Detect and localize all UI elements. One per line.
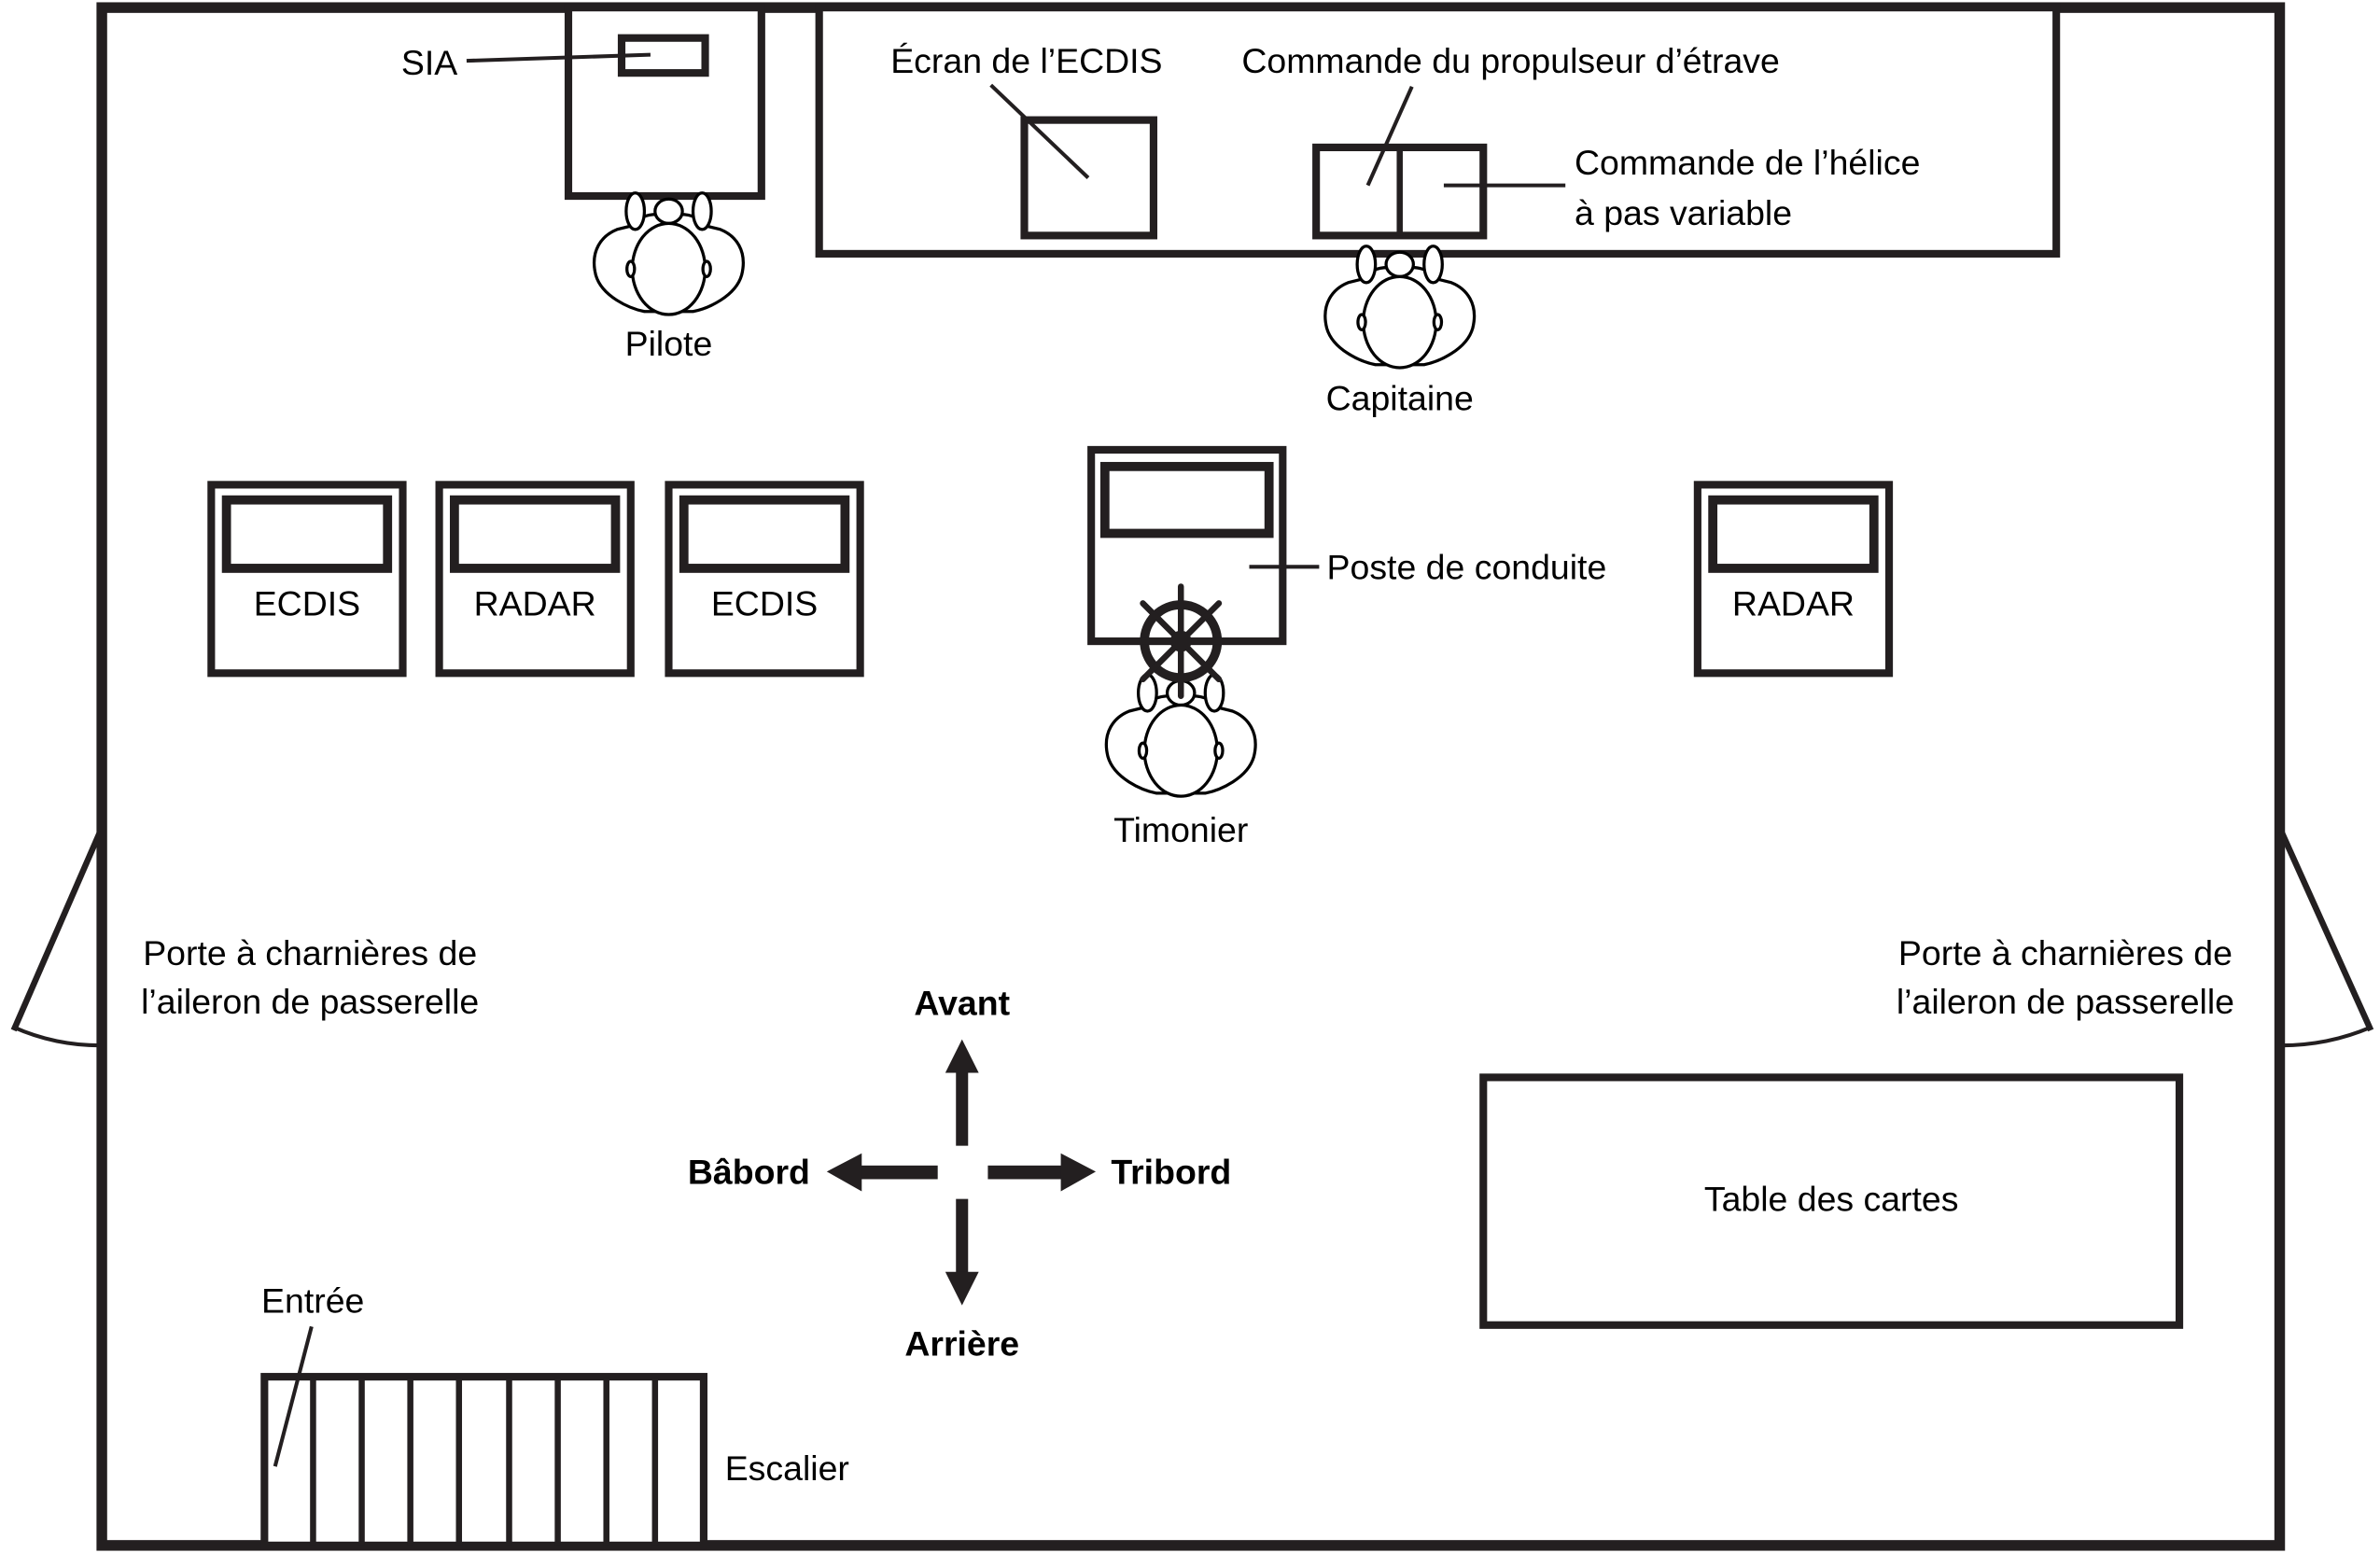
ship-wheel-icon[interactable]: [1123, 583, 1239, 699]
cpp-control[interactable]: [1400, 147, 1484, 235]
cpp-label-line2: à pas variable: [1575, 193, 1792, 232]
chart-table-frame: [1479, 1073, 2184, 1329]
sia-label: SIA: [401, 43, 457, 82]
chart-table[interactable]: Table des cartes: [1479, 1073, 2184, 1329]
stairs-label: Escalier: [725, 1448, 849, 1488]
stairs-frame: [260, 1373, 707, 1549]
door-leaf-right: [2278, 830, 2374, 1032]
left-wing-door[interactable]: [10, 830, 104, 1048]
pilot-console[interactable]: SIA: [401, 4, 765, 201]
console-screen: [449, 495, 621, 573]
forward-label: Avant: [914, 984, 1010, 1023]
door-swing-arc-left: [12, 1025, 101, 1048]
bow-thruster-control[interactable]: [1316, 147, 1400, 235]
console-label: ECDIS: [254, 583, 360, 623]
arrow-left-icon: [826, 1153, 938, 1192]
left-door-label-line1: Porte à charnières de: [143, 933, 477, 972]
person-icon: [592, 191, 745, 316]
person-icon: [1323, 245, 1477, 370]
console-ecdis-1[interactable]: ECDIS: [207, 481, 407, 678]
aft-label: Arrière: [904, 1323, 1019, 1363]
entrance-leader: [273, 1325, 314, 1467]
bow-thruster-label: Commande du propulseur d’étrave: [1241, 41, 1779, 80]
right-door-label-line1: Porte à charnières de: [1898, 933, 2233, 972]
ecdis-screen-label: Écran de l’ECDIS: [890, 41, 1162, 80]
console-label: RADAR: [474, 583, 596, 623]
helmsman-label: Timonier: [1113, 810, 1248, 849]
door-leaf-left: [10, 830, 104, 1032]
front-console[interactable]: Écran de l’ECDIS Commande du propulseur …: [815, 4, 2061, 258]
arrow-down-icon: [945, 1198, 979, 1306]
master-label: Capitaine: [1326, 379, 1474, 418]
ecdis-screen-leader: [989, 83, 1090, 179]
starboard-label: Tribord: [1111, 1152, 1231, 1191]
stair-treads: [310, 1377, 659, 1546]
left-door-label-line2: l’aileron de passerelle: [141, 982, 479, 1021]
door-swing-arc-right: [2281, 1025, 2373, 1048]
arrow-up-icon: [945, 1039, 979, 1146]
port-label: Bâbord: [688, 1152, 810, 1191]
cpp-label-line1: Commande de l’hélice: [1575, 143, 1920, 182]
console-screen: [679, 495, 850, 573]
bow-thruster-leader: [1365, 85, 1414, 187]
sia-leader-line: [466, 52, 651, 63]
helmsman-figure: Timonier: [1104, 673, 1257, 849]
chart-table-label: Table des cartes: [1704, 1180, 1959, 1219]
master-figure: Capitaine: [1323, 245, 1477, 418]
console-radar-2[interactable]: RADAR: [1693, 481, 1894, 678]
orientation-compass: Avant Bâbord Tribord Arrière: [688, 984, 1231, 1364]
conning-station-label: Poste de conduite: [1327, 547, 1607, 586]
console-radar-1[interactable]: RADAR: [435, 481, 635, 678]
right-wing-door[interactable]: [2278, 830, 2374, 1048]
console-label: ECDIS: [711, 583, 818, 623]
console-screen: [221, 495, 393, 573]
conning-station-screen: [1099, 461, 1274, 539]
stairs[interactable]: Escalier Entrée: [260, 1281, 849, 1549]
arrow-right-icon: [987, 1153, 1097, 1192]
entrance-label: Entrée: [261, 1281, 364, 1321]
console-ecdis-2[interactable]: ECDIS: [665, 481, 864, 678]
console-label: RADAR: [1732, 583, 1855, 623]
console-screen: [1708, 495, 1879, 573]
right-door-label-line2: l’aileron de passerelle: [1897, 982, 2234, 1021]
pilot-label: Pilote: [625, 324, 713, 363]
pilot-figure: Pilote: [592, 191, 745, 363]
conning-station[interactable]: Poste de conduite: [1087, 445, 1607, 699]
